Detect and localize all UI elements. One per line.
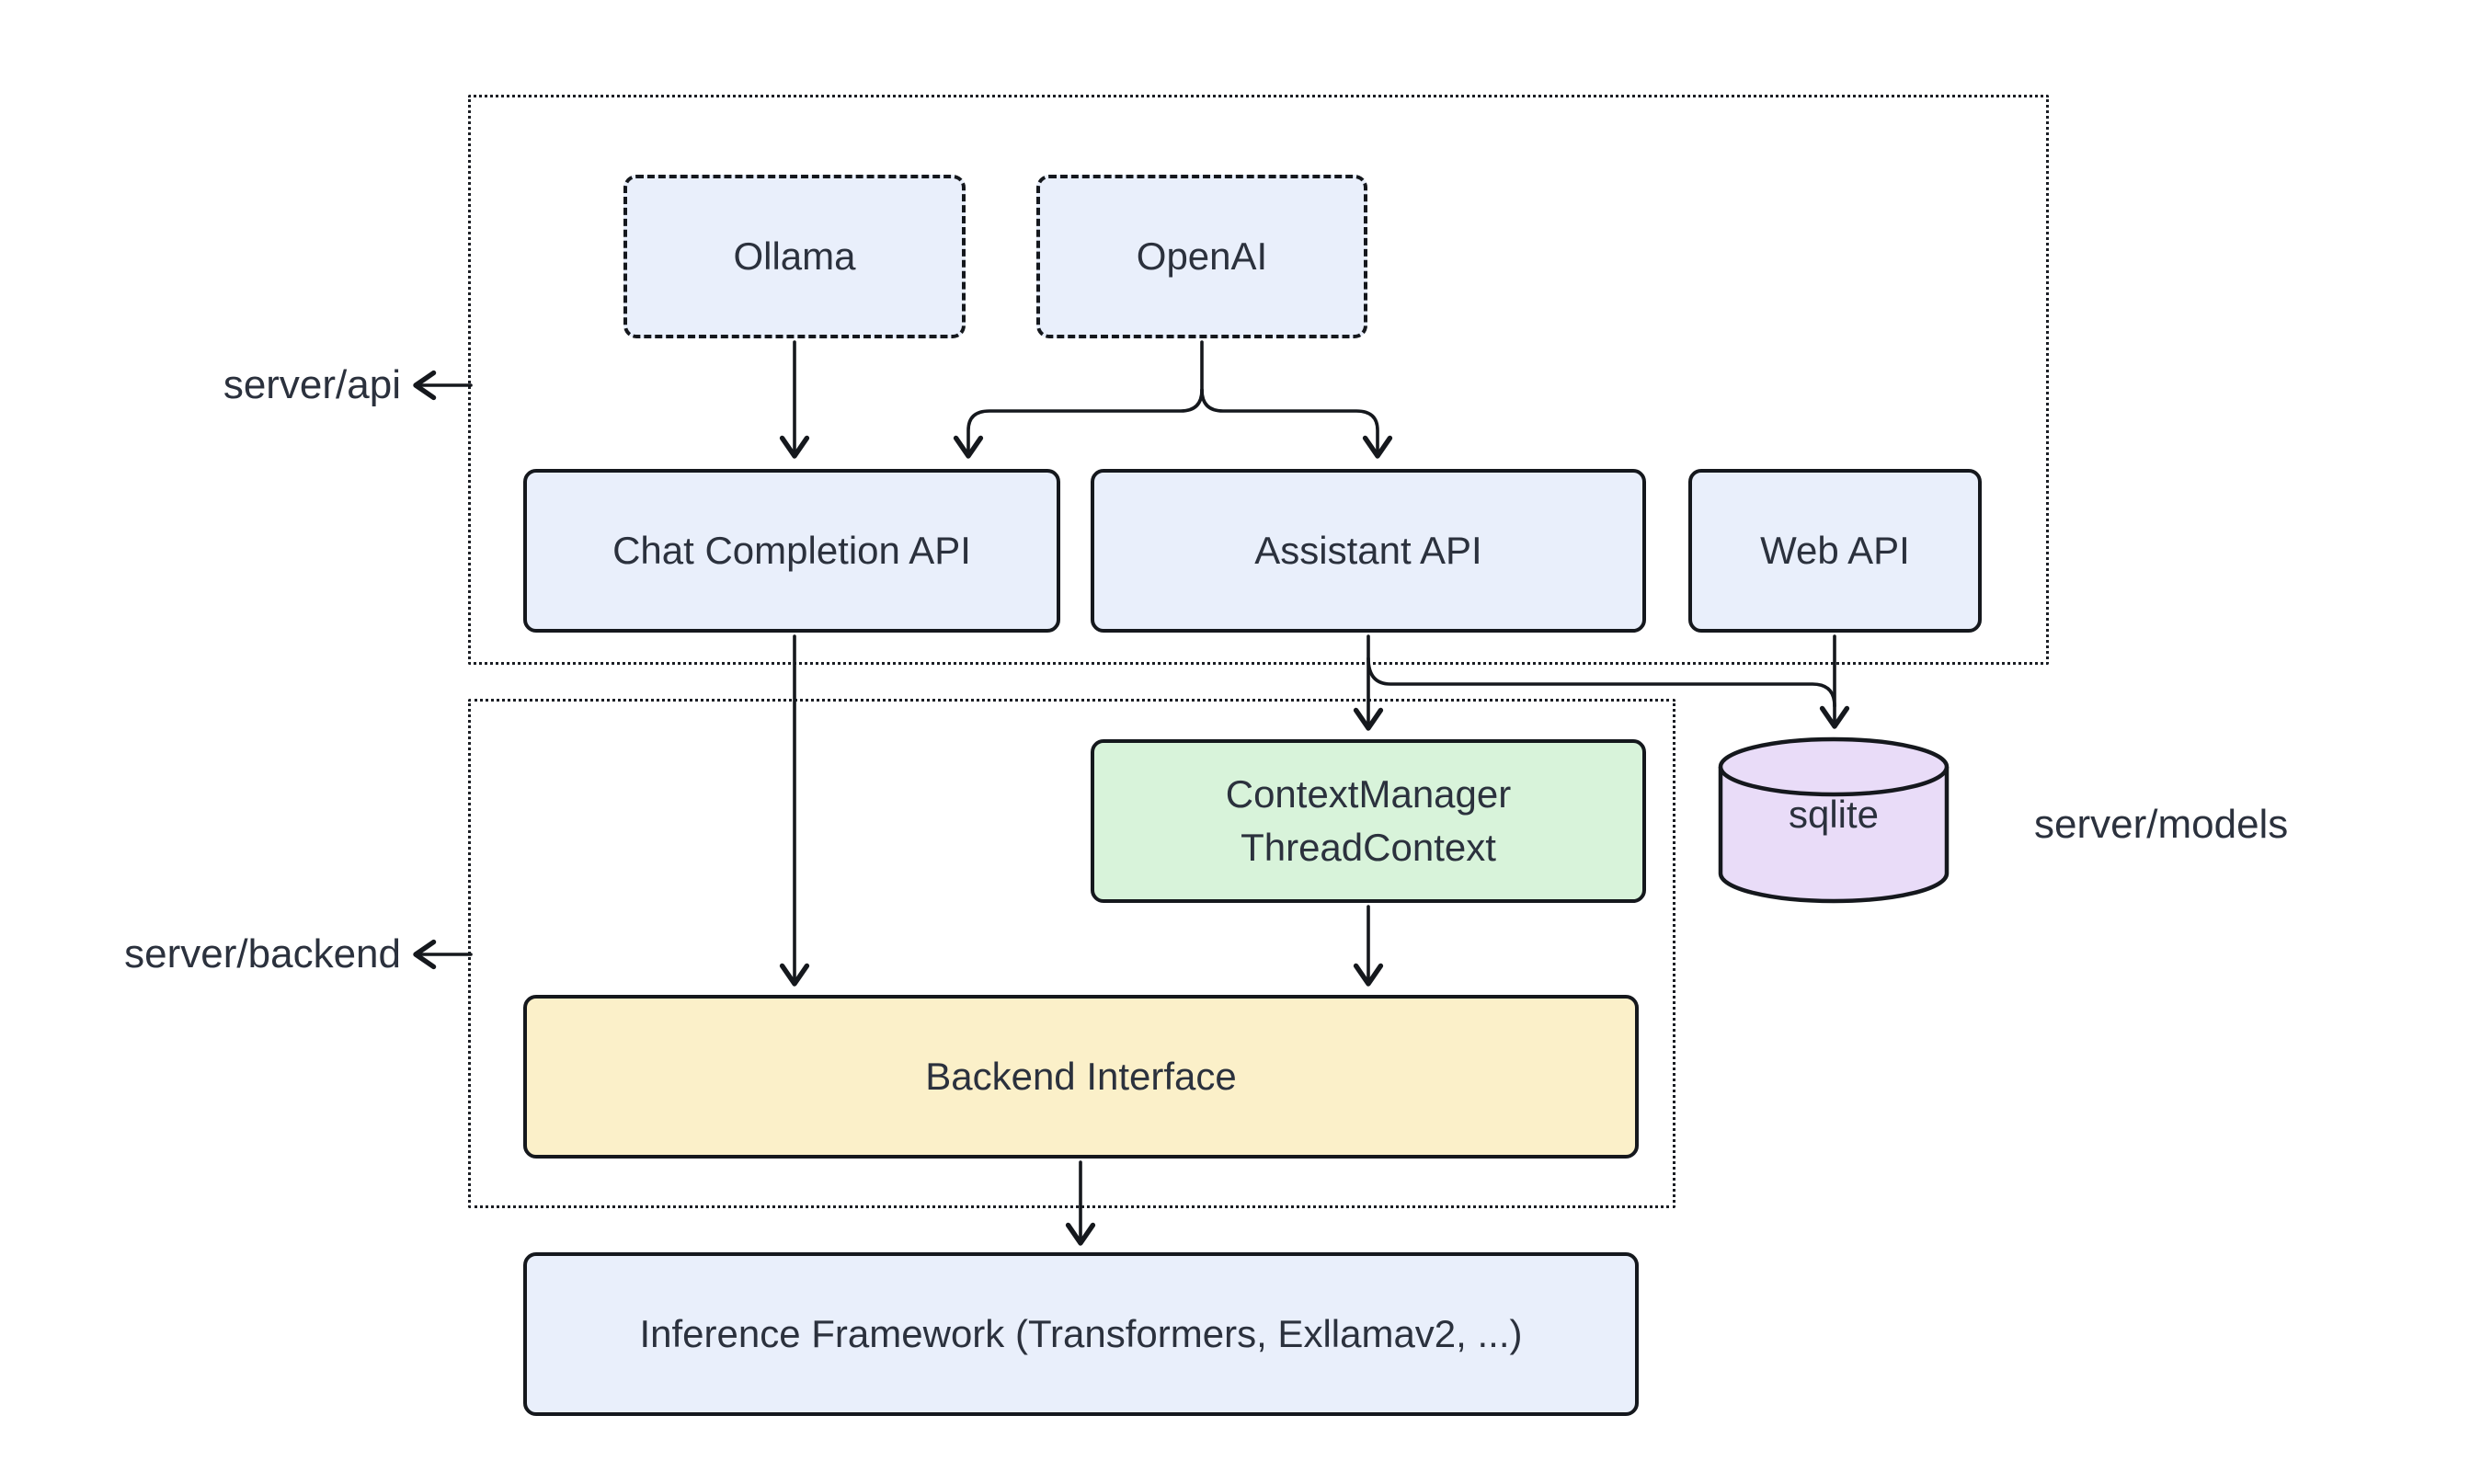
node-chat-completion-api: Chat Completion API xyxy=(523,469,1060,633)
node-assistant-api-label: Assistant API xyxy=(1254,529,1482,572)
node-ollama-label: Ollama xyxy=(733,234,856,278)
node-openai: OpenAI xyxy=(1036,175,1367,338)
server-api-container xyxy=(468,95,2049,665)
node-sqlite-label: sqlite xyxy=(1788,793,1880,836)
node-inference-framework: Inference Framework (Transformers, Exlla… xyxy=(523,1252,1639,1416)
server-models-label: server/models xyxy=(2034,802,2289,847)
node-sqlite-database: sqlite xyxy=(1717,736,1950,905)
server-api-label: server/api xyxy=(223,362,401,407)
node-assistant-api: Assistant API xyxy=(1091,469,1646,633)
node-context-manager-line1: ContextManager xyxy=(1225,772,1512,816)
node-ollama: Ollama xyxy=(623,175,966,338)
node-web-api-label: Web API xyxy=(1760,529,1910,572)
node-web-api: Web API xyxy=(1688,469,1982,633)
node-inference-framework-label: Inference Framework (Transformers, Exlla… xyxy=(639,1312,1523,1355)
node-backend-interface: Backend Interface xyxy=(523,995,1639,1159)
node-openai-label: OpenAI xyxy=(1136,234,1268,278)
node-chat-completion-api-label: Chat Completion API xyxy=(612,529,971,572)
node-context-manager: ContextManager ThreadContext xyxy=(1091,739,1646,903)
node-context-manager-line2: ThreadContext xyxy=(1241,826,1496,869)
node-backend-interface-label: Backend Interface xyxy=(925,1055,1237,1098)
database-cylinder-icon xyxy=(1718,736,1950,904)
server-backend-label: server/backend xyxy=(124,931,401,976)
